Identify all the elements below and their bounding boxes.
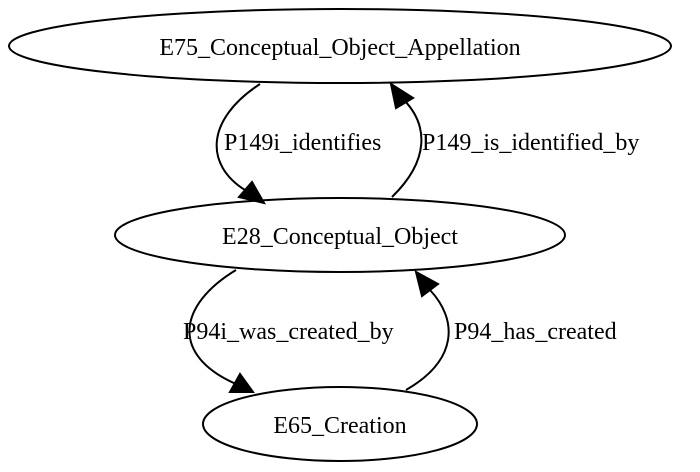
node-creation-shape: [202, 386, 478, 462]
edge-p149[interactable]: [389, 81, 423, 198]
edge-p149-label: P149_is_identified_by: [422, 130, 639, 156]
edge-p94i-arrowhead: [228, 372, 255, 393]
node-conceptual-object-shape: [114, 197, 566, 273]
edge-p94-label: P94_has_created: [454, 319, 617, 345]
edge-p94[interactable]: [405, 270, 450, 391]
edge-p149i-label: P149i_identifies: [224, 130, 381, 156]
edge-p94-arrowhead: [414, 270, 440, 298]
edge-p94i-line: [188, 269, 237, 385]
node-appellation[interactable]: E75_Conceptual_Object_Appellation: [8, 8, 672, 84]
edge-p94i[interactable]: [188, 269, 255, 393]
node-creation[interactable]: E65_Creation: [202, 386, 478, 462]
edge-p149i-arrowhead: [237, 180, 267, 205]
node-creation-label: E65_Creation: [273, 413, 406, 439]
edge-p94-line: [405, 289, 450, 391]
edge-p149-line: [391, 99, 423, 198]
edge-p149-arrowhead: [389, 81, 415, 110]
edge-p94i-label: P94i_was_created_by: [183, 319, 394, 345]
node-conceptual-object[interactable]: E28_Conceptual_Object: [114, 197, 566, 273]
edge-p149i[interactable]: [215, 83, 267, 205]
edge-p149i-line: [215, 83, 261, 191]
node-appellation-shape: [8, 8, 672, 84]
node-conceptual-object-label: E28_Conceptual_Object: [222, 224, 458, 250]
node-appellation-label: E75_Conceptual_Object_Appellation: [159, 35, 520, 61]
